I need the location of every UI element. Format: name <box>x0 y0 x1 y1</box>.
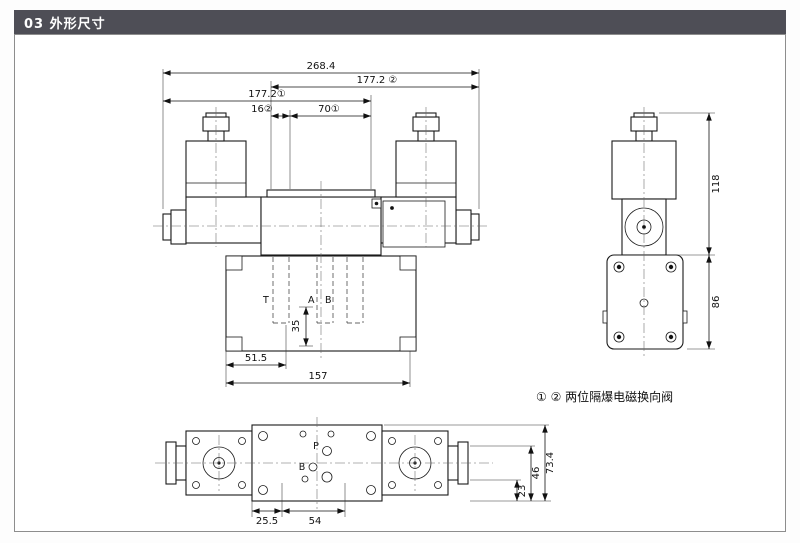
left-end-nut-inner <box>170 209 187 245</box>
left-end-nut-outer <box>162 213 172 241</box>
dim-depth-label: 35 <box>291 320 302 333</box>
dim-port-x1-label: 25.5 <box>256 516 278 527</box>
dim-port-offset: 16② <box>251 104 291 189</box>
dim-port-span-label: 70① <box>318 104 340 115</box>
dim-overall-width: 268.4 <box>162 61 480 209</box>
port-label-b: B <box>325 295 332 306</box>
port-label-a: A <box>308 295 315 306</box>
port-p-hole <box>322 446 332 456</box>
drawing-caption: ① ② 两位隔爆电磁换向阀 <box>536 389 673 404</box>
dim-width-var1: 177.2① <box>163 89 372 189</box>
side-view: 118 86 <box>602 112 722 350</box>
dim-y1-label: 23 <box>517 485 528 498</box>
dim-port-x2: 54 <box>282 508 345 527</box>
dim-solenoid-height: 118 <box>659 112 722 256</box>
front-details <box>186 182 456 352</box>
drawing-panel: T A B 268.4 177.2 ② 177.2① <box>14 34 786 532</box>
dim-depth: 35 <box>291 306 313 347</box>
front-hidden-ports <box>272 257 364 324</box>
side-details <box>602 207 688 343</box>
dim-y1: 23 <box>470 479 551 502</box>
dim-foot-span-label: 157 <box>308 371 327 382</box>
dim-port-span: 70① <box>290 104 371 119</box>
dim-overall-width-label: 268.4 <box>307 61 336 72</box>
dim-solenoid-height-label: 118 <box>711 174 722 193</box>
dim-body-height: 86 <box>687 255 722 350</box>
section-title: 03 外形尺寸 <box>24 16 106 32</box>
top-view: P B 25.5 54 23 <box>165 424 556 527</box>
dim-foot-left-label: 51.5 <box>245 353 267 364</box>
dim-port-x2-label: 54 <box>309 516 322 527</box>
technical-drawing: T A B 268.4 177.2 ② 177.2① <box>153 61 722 527</box>
dim-y2-label: 46 <box>531 467 542 480</box>
dim-overall-depth: 73.4 <box>384 424 556 501</box>
dim-port-offset-label: 16② <box>251 104 273 115</box>
right-end-nut-inner <box>455 209 472 245</box>
centerlines <box>153 107 645 509</box>
top-port-label-p: P <box>313 441 319 452</box>
section-header: 03 外形尺寸 <box>14 10 786 34</box>
dim-width-var2-label: 177.2 ② <box>357 75 398 86</box>
top-port-label-b: B <box>299 462 306 473</box>
port-b-hole <box>308 462 318 472</box>
dim-body-height-label: 86 <box>711 296 722 309</box>
left-tube <box>185 196 262 244</box>
dim-width-var1-label: 177.2① <box>248 89 286 100</box>
right-end-nut-outer <box>470 213 480 241</box>
dim-overall-depth-label: 73.4 <box>545 452 556 474</box>
port-label-t: T <box>262 295 269 306</box>
dim-y2: 46 <box>470 445 542 501</box>
dim-foot-span: 157 <box>226 351 411 387</box>
